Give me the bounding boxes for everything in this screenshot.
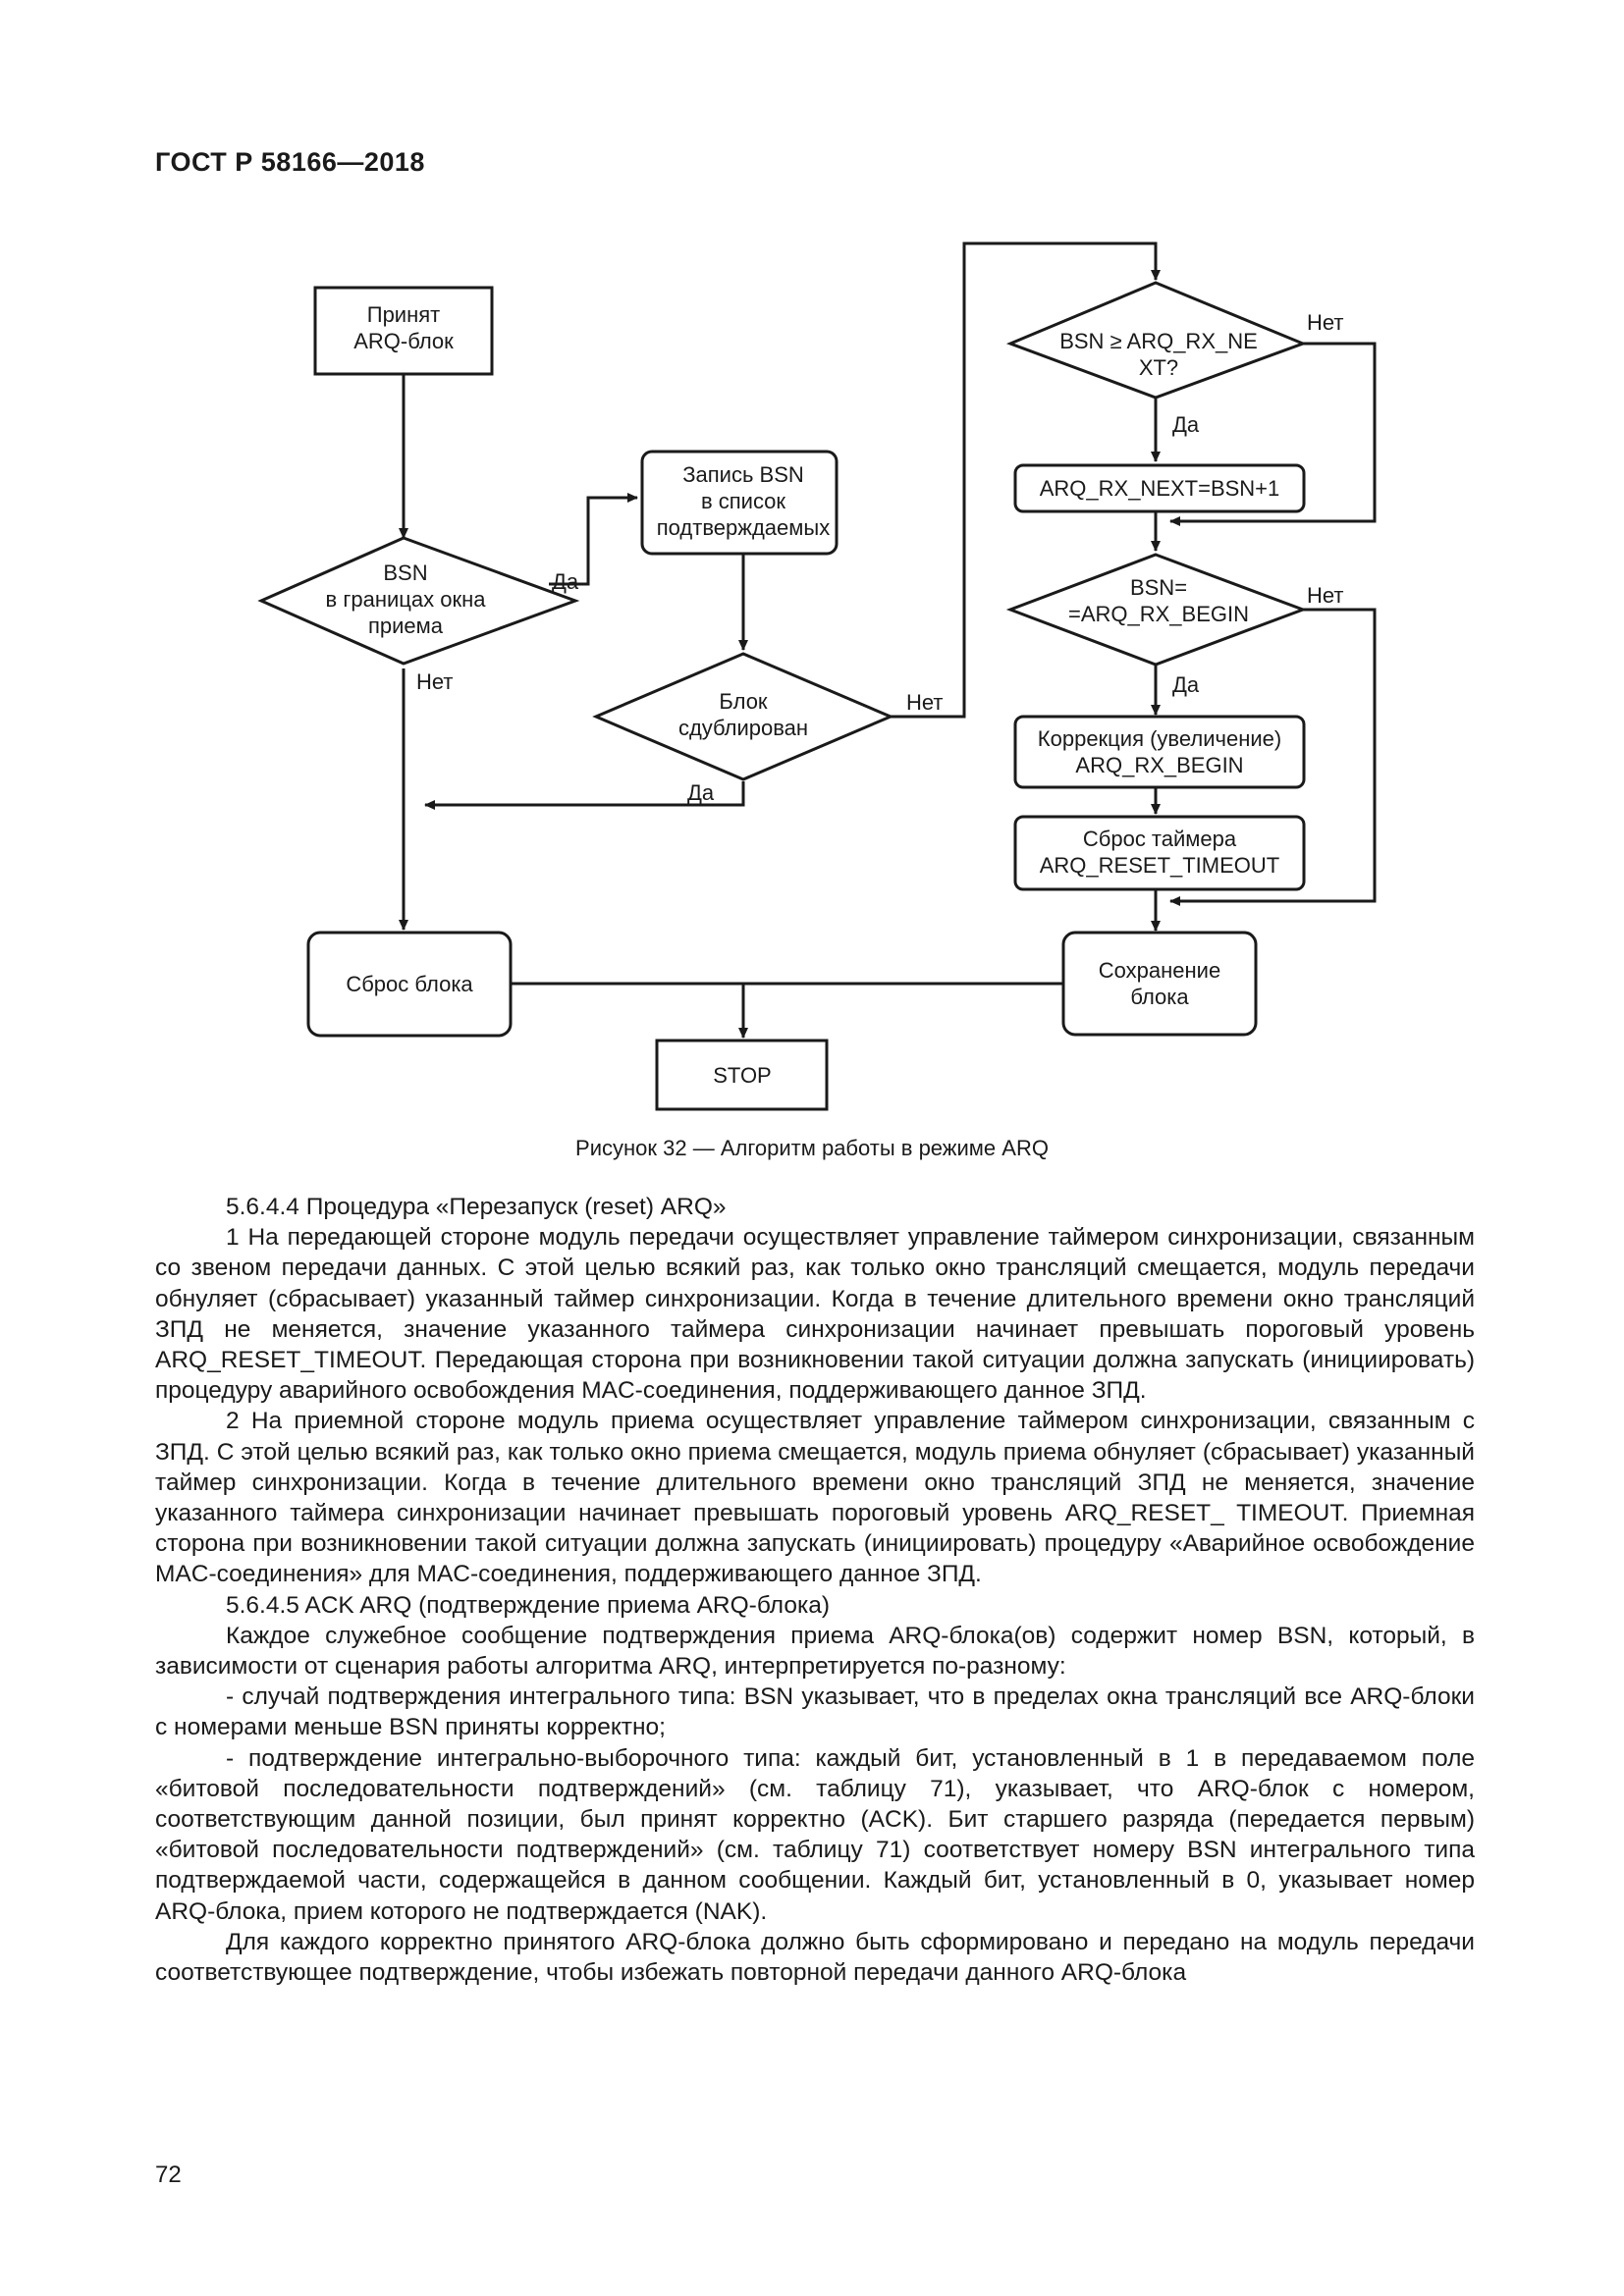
page-number: 72 [155,2162,182,2188]
node-bsn-eq-begin [1005,553,1308,667]
node-record-bsn [640,450,839,556]
node-set-next-text: ARQ_RX_NEXT=BSN+1 [1040,476,1280,501]
node-in-window-line3: приема [368,614,444,638]
node-duplicated-line1: Блок [719,689,768,714]
label-yes: Да [552,569,579,594]
node-bsn-ge-next-line1: BSN ≥ ARQ_RX_NE [1059,329,1258,353]
paragraph: 2 На приемной стороне модуль приема осущ… [155,1408,1475,1588]
connector-no [1169,608,1377,906]
node-record-bsn-line3: подтверждаемых [657,515,830,540]
node-save-block [1061,931,1258,1037]
node-in-window [257,536,580,666]
node-bsn-eq-begin-line1: BSN= [1130,575,1187,600]
paragraph: Каждое служебное сообщение подтверждения… [155,1622,1475,1681]
label-no: Нет [1307,310,1343,335]
list-item: - подтверждение интегрально-выборочного … [155,1744,1475,1925]
document-header: ГОСТ Р 58166—2018 [155,147,425,177]
label-yes: Да [1172,412,1200,437]
label-yes: Да [687,780,715,805]
label-no: Нет [906,690,943,715]
node-received [313,286,494,376]
node-stop [655,1039,829,1111]
node-set-next [1013,463,1306,513]
node-stop-text: STOP [713,1063,772,1088]
figure-caption: Рисунок 32 — Алгоритм работы в режиме AR… [575,1136,1049,1160]
section-heading: 5.6.4.4 Процедура «Перезапуск (reset) AR… [226,1194,727,1220]
node-drop-block-text: Сброс блока [346,972,473,996]
connector-yes [424,781,745,810]
node-reset-timer [1013,815,1306,891]
node-record-bsn-line1: Запись BSN [682,462,804,487]
node-bsn-ge-next [1005,281,1308,400]
arq-flowchart: Принят ARQ-блок BSN в границах окна прие… [257,241,1377,1111]
node-save-block-line1: Сохранение [1099,958,1220,983]
body-text: 5.6.4.4 Процедура «Перезапуск (reset) AR… [155,1192,1475,1988]
node-reset-timer-line2: ARQ_RESET_TIMEOUT [1040,853,1279,878]
paragraph: Для каждого корректно принятого ARQ-блок… [155,1928,1475,1987]
connector-no [891,241,1161,719]
label-no: Нет [1307,583,1343,608]
connector-yes [549,493,638,586]
node-bsn-ge-next-line2: XT? [1139,355,1178,380]
node-correct-begin-line2: ARQ_RX_BEGIN [1075,753,1243,777]
node-correct-begin [1013,715,1306,789]
list-item: - случай подтверждения интегрального тип… [155,1683,1475,1741]
node-received-line1: Принят [367,302,440,327]
label-yes: Да [1172,672,1200,697]
node-correct-begin-line1: Коррекция (увеличение) [1038,726,1281,751]
node-received-line2: ARQ-блок [353,329,454,353]
node-save-block-line2: блока [1130,985,1189,1009]
node-duplicated [592,652,894,781]
section-heading: 5.6.4.5 ACK ARQ (подтверждение приема AR… [226,1591,830,1619]
paragraph: 1 На передающей стороне модуль передачи … [155,1224,1475,1405]
connector-no [1169,342,1377,526]
node-drop-block [306,931,513,1038]
node-in-window-line2: в границах окна [326,587,487,612]
node-in-window-line1: BSN [383,561,427,585]
node-reset-timer-line1: Сброс таймера [1083,827,1237,851]
label-no: Нет [416,669,453,694]
node-record-bsn-line2: в список [701,489,785,513]
node-bsn-eq-begin-line2: =ARQ_RX_BEGIN [1068,602,1249,626]
node-duplicated-line2: сдублирован [678,716,808,740]
